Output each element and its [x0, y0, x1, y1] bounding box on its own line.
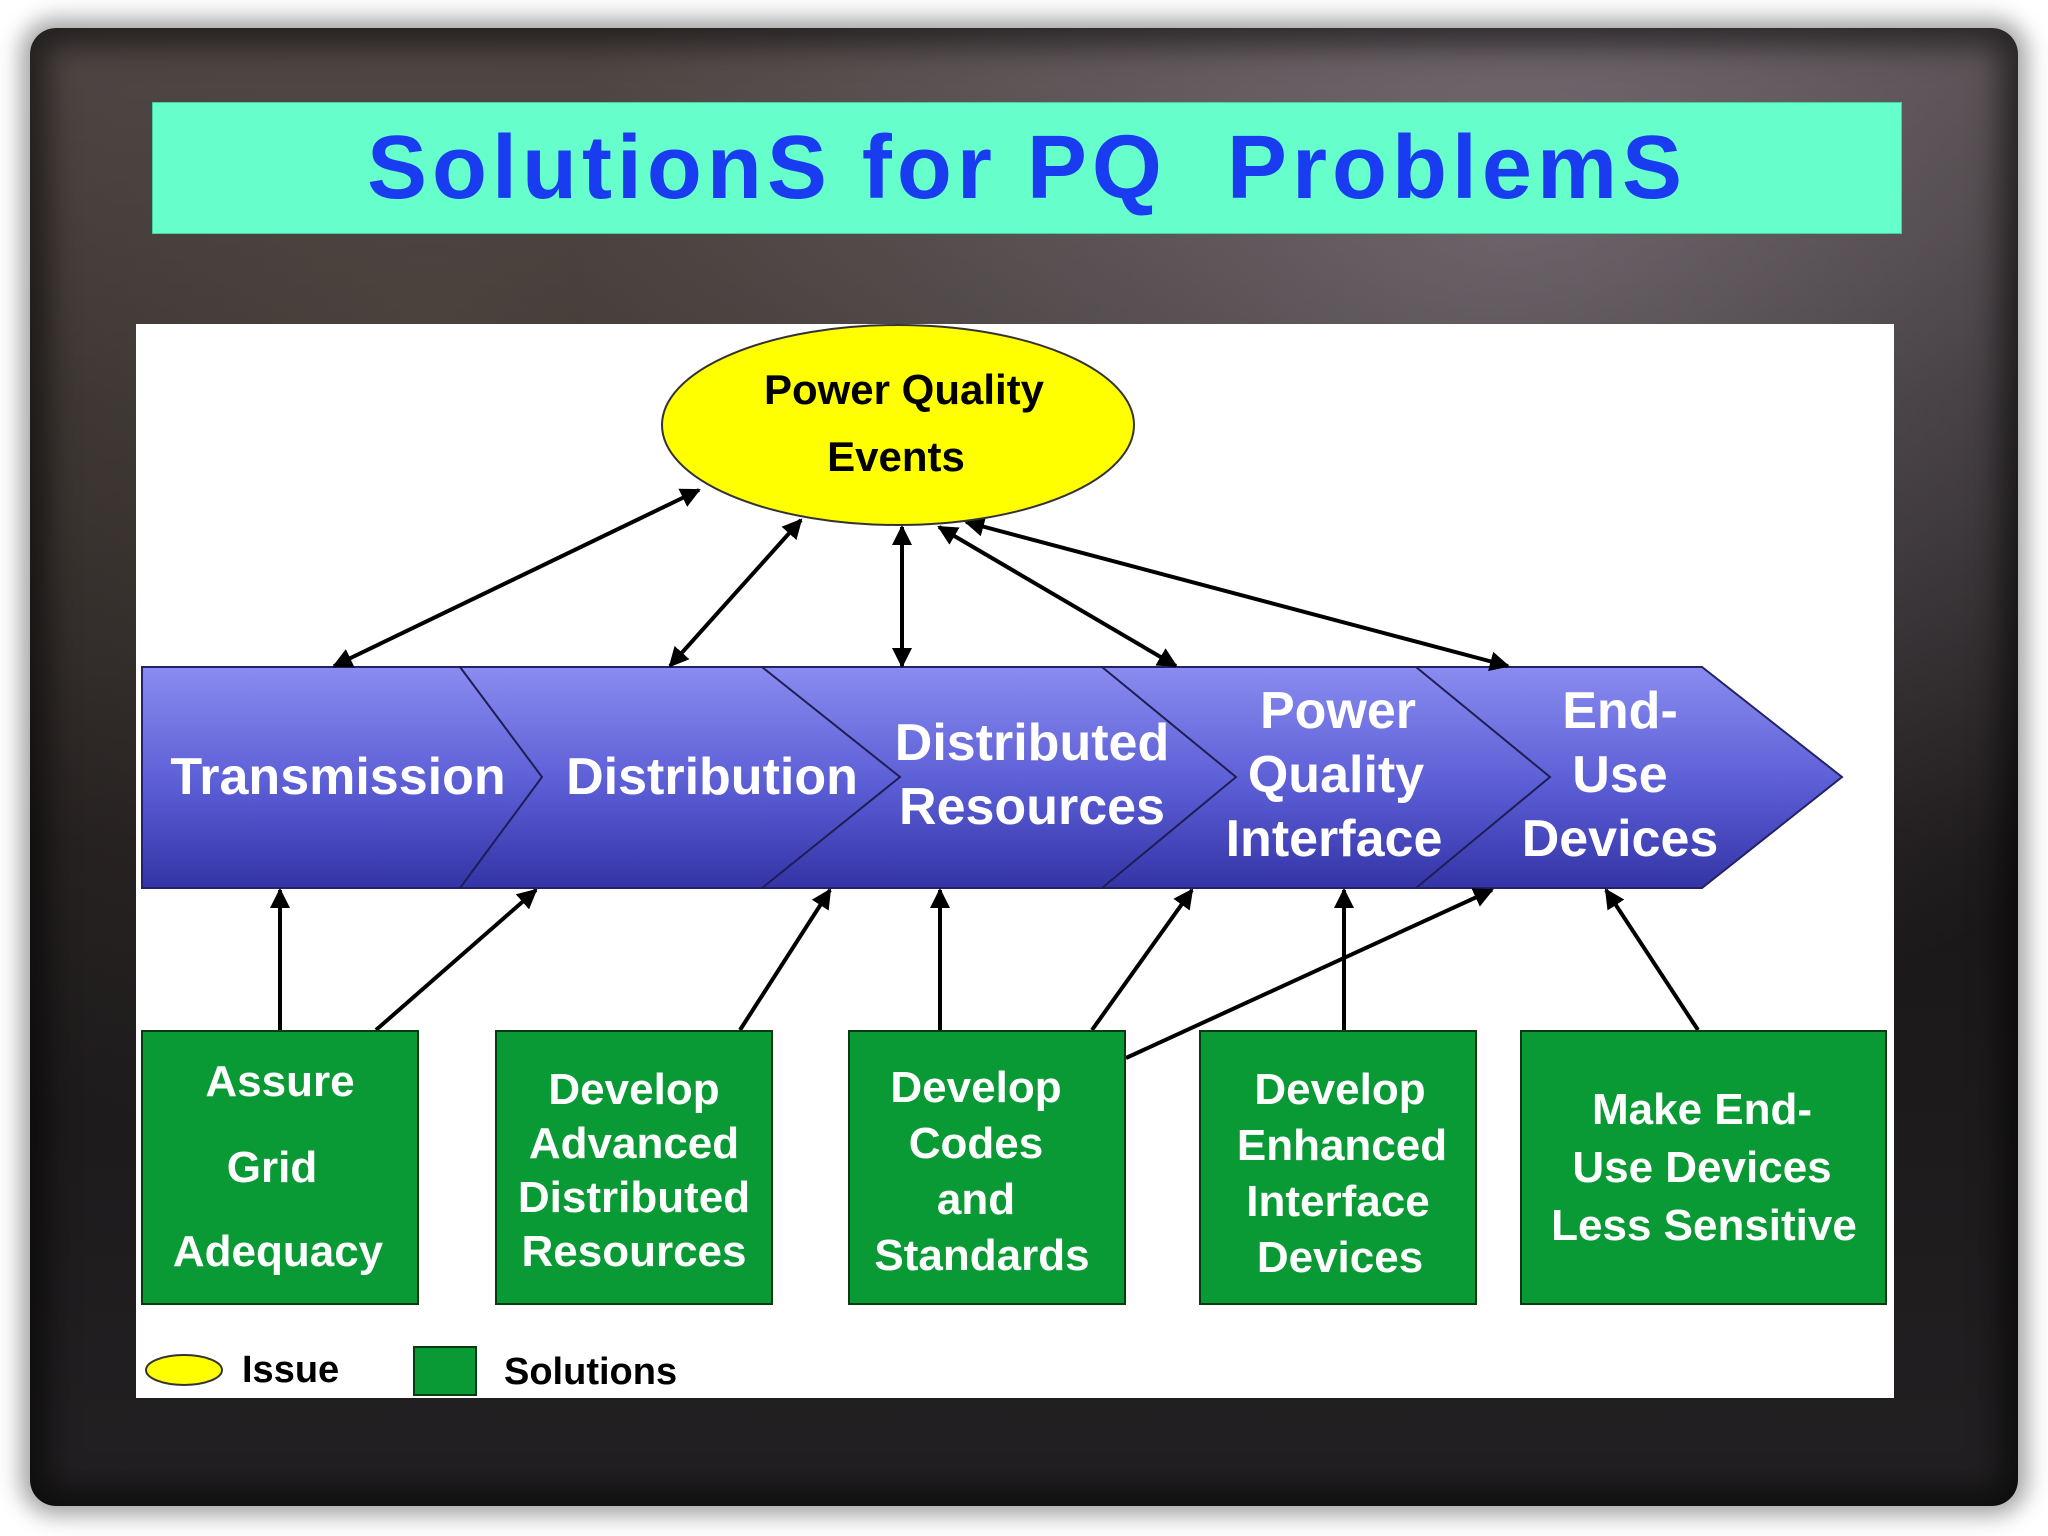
arrow-issue-end-use: [964, 516, 1510, 672]
solution-text: Interface: [1246, 1177, 1429, 1226]
diagram-panel: Power Quality Events Transmission Distri…: [136, 324, 1894, 1398]
title-banner: SolutionS for PQ ProblemS: [152, 102, 1902, 234]
stage-label-end-use: End-: [1562, 682, 1678, 740]
arrow-advanced-dr: [738, 888, 832, 1032]
solution-advanced-dr: Develop Advanced Distributed Resources: [495, 1030, 773, 1305]
legend-issue-label: Issue: [242, 1349, 339, 1391]
stage-divider: [459, 666, 544, 889]
solution-text: Develop: [548, 1065, 719, 1114]
solution-text: Develop: [890, 1063, 1061, 1112]
solution-text: Enhanced: [1237, 1121, 1447, 1170]
solution-text: Adequacy: [173, 1227, 384, 1276]
solution-text: Resources: [521, 1227, 746, 1276]
stage-label-transmission: Transmission: [170, 748, 505, 806]
solution-text: Advanced: [529, 1119, 739, 1168]
solution-codes-standards: Develop Codes and Standards: [848, 1030, 1126, 1305]
solution-text: and: [937, 1175, 1015, 1224]
stage-label-pq-interface: Quality: [1248, 746, 1424, 804]
solution-arrows: [270, 888, 1700, 1060]
stage-labels: Transmission Distribution Distributed Re…: [170, 682, 1718, 868]
solution-text: Distributed: [518, 1173, 750, 1222]
arrow-adequacy-distribution: [374, 888, 538, 1032]
solution-text: Grid: [227, 1143, 317, 1192]
solution-text: Assure: [205, 1057, 354, 1106]
stage-divider: [761, 666, 902, 889]
legend-issue-swatch: [145, 1354, 223, 1386]
solution-grid-adequacy: Assure Grid Adequacy: [141, 1030, 419, 1305]
issue-label: Power Quality: [764, 366, 1045, 413]
issue-label: Events: [827, 433, 965, 480]
arrow-issue-transmission: [332, 488, 701, 668]
legend: Issue Solutions: [145, 1346, 677, 1396]
issue-label-line: Power Quality: [764, 366, 1045, 413]
stage-divider: [1101, 666, 1238, 889]
solution-text: Codes: [909, 1119, 1043, 1168]
issue-node: Power Quality Events: [661, 324, 1135, 526]
stage-label-distributed-resources: Resources: [899, 778, 1165, 836]
issue-ellipse: [661, 324, 1135, 526]
legend-solutions-label: Solutions: [504, 1351, 677, 1393]
stage-label-distribution: Distribution: [566, 748, 858, 806]
solution-text: Less Sensitive: [1551, 1201, 1857, 1250]
stage-label-pq-interface: Power: [1260, 682, 1416, 740]
solution-text: Standards: [874, 1231, 1089, 1280]
solution-box: [1199, 1030, 1477, 1305]
stage-label-end-use: Devices: [1522, 810, 1719, 868]
arrow-codes-end-use: [1125, 888, 1494, 1060]
stage-label-end-use: Use: [1572, 746, 1667, 804]
solution-less-sensitive: Make End- Use Devices Less Sensitive: [1520, 1030, 1887, 1305]
issue-arrows: [332, 488, 1510, 672]
stage-label-distributed-resources: Distributed: [895, 714, 1169, 772]
solution-boxes: Assure Grid Adequacy Develop Advanced Di…: [141, 1030, 1887, 1305]
solution-box: [1520, 1030, 1887, 1305]
pq-solutions-diagram: Power Quality Events Transmission Distri…: [141, 324, 1887, 1396]
slide-title: SolutionS for PQ ProblemS: [366, 117, 1688, 218]
solution-text: Devices: [1257, 1233, 1423, 1282]
stage-divider: [1415, 666, 1552, 889]
solution-enhanced-interface: Develop Enhanced Interface Devices: [1199, 1030, 1477, 1305]
stage-label-pq-interface: Interface: [1226, 810, 1443, 868]
solution-text: Make End-: [1592, 1085, 1812, 1134]
arrow-codes-interface: [1090, 888, 1194, 1032]
solution-text: Use Devices: [1572, 1143, 1831, 1192]
arrow-sensitive-end-use: [1604, 888, 1700, 1032]
solution-box: [495, 1030, 773, 1305]
arrow-issue-distribution: [668, 518, 803, 668]
issue-label-line: Events: [827, 433, 965, 480]
legend-solutions-swatch: [413, 1346, 477, 1396]
solution-text: Develop: [1254, 1065, 1425, 1114]
solution-box: [848, 1030, 1126, 1305]
solution-box: [141, 1030, 419, 1305]
